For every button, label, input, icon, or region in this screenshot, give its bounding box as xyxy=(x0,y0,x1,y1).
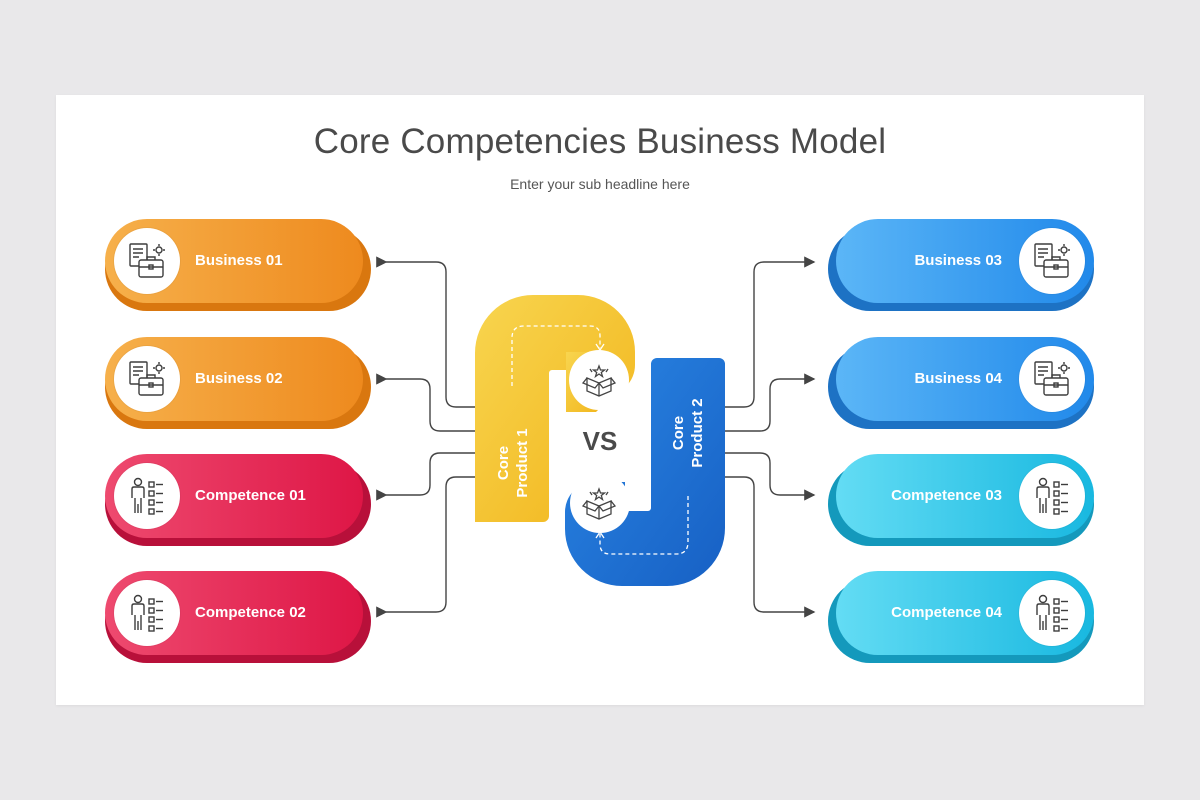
pill-competence-03: Competence 03 xyxy=(828,454,1094,546)
pill-business-04: Business 04 xyxy=(828,337,1094,429)
right-connectors xyxy=(724,256,816,618)
vs-label: VS xyxy=(582,426,618,456)
pill-label: Business 02 xyxy=(195,370,283,387)
open-box-icon xyxy=(581,487,617,520)
left-connectors xyxy=(376,256,476,618)
pill-competence-01: Competence 01 xyxy=(105,454,371,546)
connector-business-01 xyxy=(376,256,476,408)
pill-label: Competence 03 xyxy=(891,487,1002,504)
core-product-2-label: Core Product 2 xyxy=(670,398,706,468)
briefcase-icon xyxy=(114,346,180,412)
pill-label: Competence 01 xyxy=(195,487,306,504)
pill-label: Competence 02 xyxy=(195,604,306,621)
person-checklist-icon xyxy=(1019,463,1085,529)
core-product-1-label: Core Product 1 xyxy=(495,428,531,498)
connector-competence-03 xyxy=(724,452,816,501)
pill-business-02: Business 02 xyxy=(105,337,371,429)
briefcase-icon xyxy=(1019,346,1085,412)
page-title: Core Competencies Business Model xyxy=(313,122,887,161)
pill-label: Business 01 xyxy=(195,252,283,269)
pill-business-03: Business 03 xyxy=(828,219,1094,311)
pill-label: Business 04 xyxy=(914,370,1002,387)
briefcase-icon xyxy=(114,228,180,294)
pill-business-01: Business 01 xyxy=(105,219,371,311)
pill-competence-02: Competence 02 xyxy=(105,571,371,663)
briefcase-icon xyxy=(1019,228,1085,294)
page-subtitle: Enter your sub headline here xyxy=(510,176,690,192)
connector-competence-04 xyxy=(724,476,816,618)
connector-competence-02 xyxy=(376,476,476,618)
connector-business-02 xyxy=(376,373,476,432)
connector-competence-01 xyxy=(376,452,476,501)
pill-competence-04: Competence 04 xyxy=(828,571,1094,663)
person-checklist-icon xyxy=(114,580,180,646)
person-checklist-icon xyxy=(114,463,180,529)
open-box-icon xyxy=(581,364,617,397)
pill-label: Competence 04 xyxy=(891,604,1002,621)
connector-business-04 xyxy=(724,373,816,432)
connector-business-03 xyxy=(724,256,816,408)
person-checklist-icon xyxy=(1019,580,1085,646)
pill-label: Business 03 xyxy=(914,252,1002,269)
